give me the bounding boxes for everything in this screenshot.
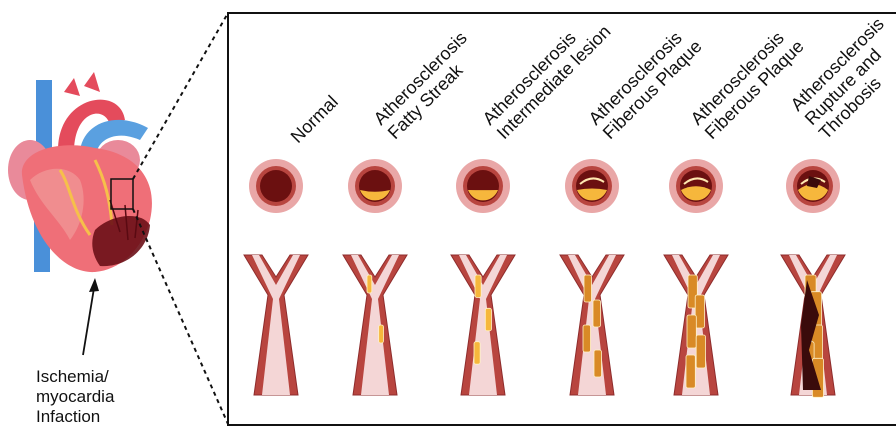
stages-group: Normal AtherosclerosisFatty Streak Atheros… (244, 7, 896, 397)
caption-line-1: Ischemia/ (36, 367, 109, 386)
stage-label: AtherosclerosisRupture andThrobosis (787, 14, 896, 143)
longitudinal-plaque (593, 300, 601, 327)
zoom-connector-bottom (133, 209, 228, 424)
superior-vena-cava (36, 80, 52, 150)
aortic-branch (84, 72, 100, 92)
stage-label: Normal (287, 92, 342, 147)
caption-line-3: Infaction (36, 407, 100, 426)
caption-arrowhead (89, 278, 99, 292)
longitudinal-plaque (686, 355, 695, 388)
stage-label: AtherosclerosisFiberous Plaque (687, 22, 808, 143)
stage-6: AtherosclerosisRupture andThrobosis (781, 14, 896, 398)
zoom-connector-top (133, 13, 228, 179)
stage-1: Normal (244, 92, 342, 395)
vessel-lumen (260, 170, 292, 202)
stage-5: AtherosclerosisFiberous Plaque (664, 22, 808, 395)
caption-arrow (83, 282, 95, 355)
longitudinal-plaque (474, 342, 480, 365)
caption-line-2: myocardia (36, 387, 115, 406)
aortic-branch (64, 78, 80, 96)
longitudinal-plaque (583, 325, 591, 352)
stage-label-line: Normal (287, 92, 342, 147)
longitudinal-plaque (696, 335, 705, 368)
longitudinal-plaque (379, 325, 384, 343)
longitudinal-plaque (687, 315, 696, 348)
caption: Ischemia/ myocardia Infaction (36, 367, 119, 426)
longitudinal-plaque (367, 275, 372, 293)
stage-2: AtherosclerosisFatty Streak (343, 28, 485, 395)
longitudinal-plaque (485, 308, 491, 331)
longitudinal-plaque (584, 275, 592, 302)
heart-illustration (8, 72, 152, 272)
stage-label: AtherosclerosisFatty Streak (370, 28, 485, 143)
longitudinal-plaque (475, 275, 481, 298)
longitudinal-plaque (594, 350, 602, 377)
